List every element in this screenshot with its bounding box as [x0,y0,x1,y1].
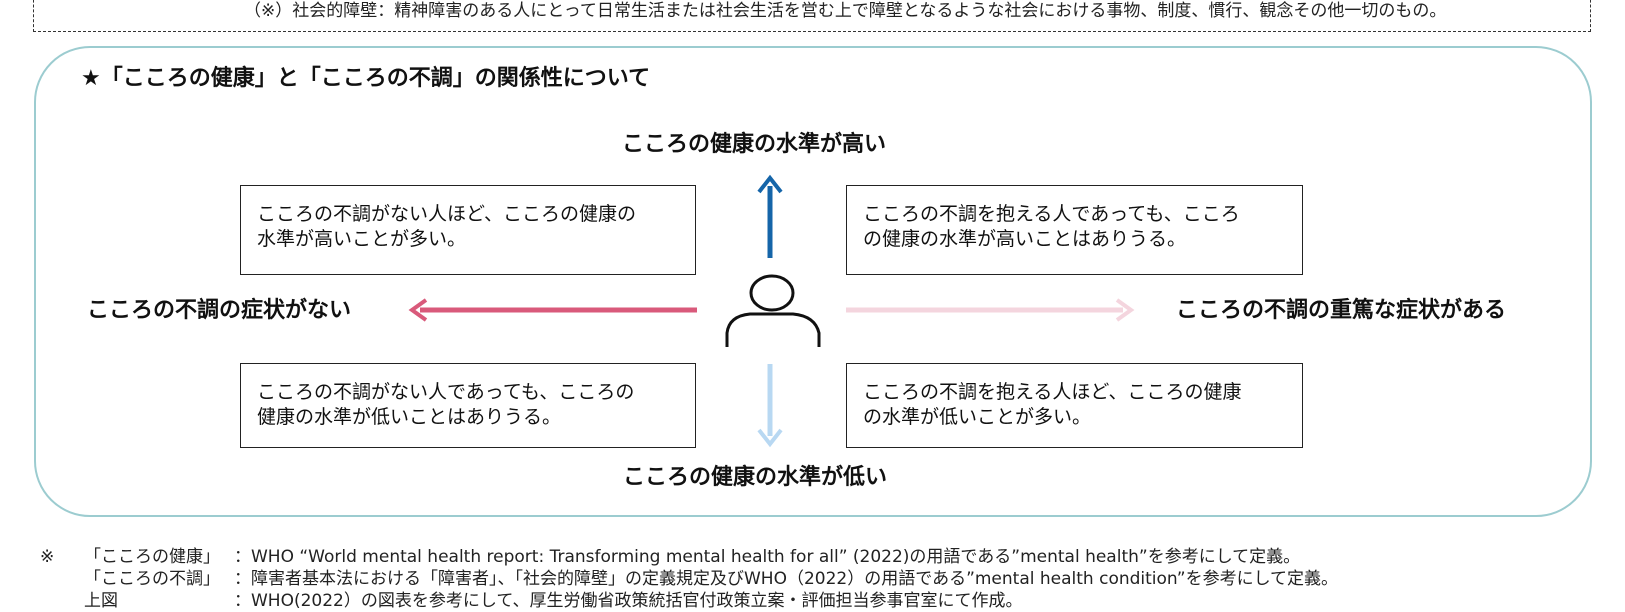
axis-label-right: こころの不調の重篤な症状がある [1176,298,1507,323]
footnote-key: 上図 [84,591,118,611]
footnotes: ※ 「こころの健康」 ：WHO “World mental health rep… [40,546,1338,612]
arrow-down [757,364,783,448]
footnote-key: 「こころの不調」 [84,569,220,589]
quadrant-line: の水準が低いことが多い。 [863,406,1092,428]
quadrant-line: こころの不調を抱える人ほど、こころの健康 [863,381,1242,403]
footnote-key: 「こころの健康」 [84,547,220,567]
footnote-text: ：WHO(2022）の図表を参考にして、厚生労働省政策統括官付政策立案・評価担当… [234,591,1023,611]
footnote-row: ※ 「こころの健康」 ：WHO “World mental health rep… [40,546,1338,568]
footnote-row: 「こころの不調」 ：障害者基本法における「障害者」、「社会的障壁」の定義規定及び… [40,568,1338,590]
quadrant-top-left: こころの不調がない人ほど、こころの健康の 水準が高いことが多い。 [240,185,696,275]
quadrant-line: 水準が高いことが多い。 [257,228,467,250]
footnote-row: 上図 ：WHO(2022）の図表を参考にして、厚生労働省政策統括官付政策立案・評… [40,590,1338,612]
footnote-mark: ※ [40,547,55,567]
person-icon [725,274,821,347]
footnote-mark [40,568,84,590]
top-note: （※）社会的障壁：精神障害のある人にとって日常生活または社会生活を営む上で障壁と… [244,1,1447,21]
quadrant-bottom-right: こころの不調を抱える人ほど、こころの健康 の水準が低いことが多い。 [846,363,1303,448]
section-title: ★「こころの健康」と「こころの不調」の関係性について [81,66,651,91]
quadrant-line: こころの不調がない人ほど、こころの健康の [257,203,637,225]
arrow-up [757,174,783,258]
quadrant-line: こころの不調がない人であっても、こころの [257,381,635,403]
quadrant-line: 健康の水準が低いことはありうる。 [257,406,562,428]
quadrant-line: こころの不調を抱える人であっても、こころ [863,203,1240,225]
arrow-right [846,298,1135,322]
axis-label-left: こころの不調の症状がない [87,298,352,323]
quadrant-line: の健康の水準が高いことはありうる。 [863,228,1187,250]
axis-label-bottom: こころの健康の水準が低い [623,465,888,490]
quadrant-top-right: こころの不調を抱える人であっても、こころ の健康の水準が高いことはありうる。 [846,185,1303,275]
diagram-frame [34,46,1592,517]
quadrant-bottom-left: こころの不調がない人であっても、こころの 健康の水準が低いことはありうる。 [240,363,696,448]
top-note-box [33,0,1591,32]
footnote-text: ：WHO “World mental health report: Transf… [234,547,1301,567]
arrow-left [408,298,697,322]
axis-label-top: こころの健康の水準が高い [622,132,887,157]
footnote-mark [40,590,84,612]
footnote-text: ：障害者基本法における「障害者」、「社会的障壁」の定義規定及びWHO（2022）… [234,569,1339,589]
